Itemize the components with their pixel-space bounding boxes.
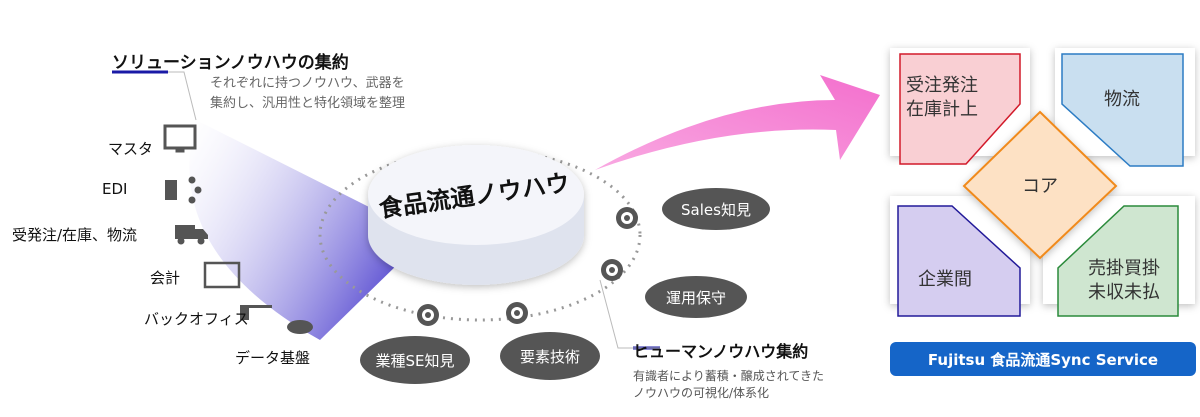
building-network-icon [165, 180, 177, 200]
item-accounting: 会計 [150, 269, 181, 287]
solution-desc: それぞれに持つノウハウ、武器を集約し、汎用性と特化領域を整理 [210, 74, 405, 114]
document-edit-icon [203, 261, 241, 289]
bubble-se: 業種SE知見 [360, 336, 470, 384]
solution-fan [189, 120, 400, 340]
solution-desc-line2: 集約し、汎用性と特化領域を整理 [210, 96, 406, 111]
human-title: ヒューマンノウハウ集約 [633, 342, 809, 361]
bubble-tech: 要素技術 [500, 332, 600, 380]
pink-arrow [595, 75, 880, 170]
tile-ar-line1: 売掛買掛 [1088, 258, 1160, 279]
tile-ar-ap: 売掛買掛未収未払 [1088, 257, 1160, 305]
tile-core: コア [1022, 176, 1058, 197]
item-master: マスタ [108, 140, 154, 158]
tile-logistics: 物流 [1104, 89, 1140, 110]
tile-order-line2: 在庫計上 [906, 99, 978, 120]
tile-order-line1: 受注発注 [906, 75, 978, 96]
item-back-office: バックオフィス [144, 310, 249, 328]
cloud-network-icon [287, 320, 313, 334]
solution-title: ソリューションノウハウの集約 [112, 53, 349, 73]
bubble-ops: 運用保守 [645, 276, 747, 318]
item-data-platform: データ基盤 [235, 349, 311, 367]
tile-b2b: 企業間 [918, 269, 972, 290]
tile-order: 受注発注在庫計上 [906, 74, 978, 122]
item-edi: EDI [102, 180, 128, 198]
truck-icon [175, 225, 195, 239]
solution-desc-line1: それぞれに持つノウハウ、武器を [210, 76, 405, 91]
core-disc [368, 145, 584, 285]
service-name-badge: Fujitsu 食品流通Sync Service [890, 342, 1196, 376]
desk-icon [240, 305, 272, 308]
monitor-book-icon [163, 124, 197, 150]
human-desc-line2: ノウハウの可視化/体系化 [633, 386, 770, 400]
item-order-logistics: 受発注/在庫、物流 [12, 226, 138, 244]
bubble-sales: Sales知見 [662, 188, 770, 230]
human-desc: 有識者により蓄積・醸成されてきたノウハウの可視化/体系化 [633, 368, 824, 402]
human-desc-line1: 有識者により蓄積・醸成されてきた [633, 369, 825, 383]
tile-ar-line2: 未収未払 [1088, 282, 1160, 303]
